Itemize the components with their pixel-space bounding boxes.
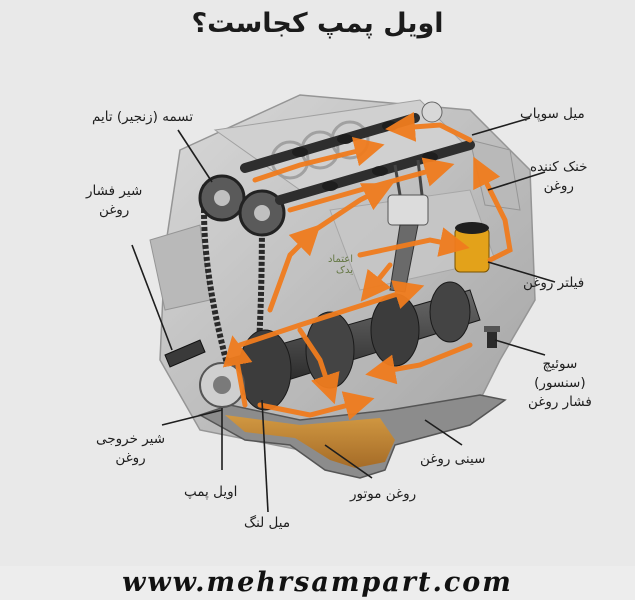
label-crankshaft: میل لنگ [244, 515, 291, 531]
label-oil-pressure-switch-line2: (سنسور) [534, 375, 586, 391]
leader-lines [131, 117, 556, 513]
label-oil-cooler: خنک کننده روغن [530, 158, 588, 196]
label-oil-outlet-valve-line1: شیر خروجی [96, 431, 166, 447]
label-engine-oil: روغن موتور [350, 486, 417, 502]
label-oil-pressure-valve-line1: شیر فشار [86, 183, 143, 199]
label-oil-cooler-line1: خنک کننده [530, 159, 588, 175]
watermark-logo: اعتماد یدک [283, 254, 353, 282]
oil-pump [199, 362, 245, 408]
label-oil-pump: اویل پمپ [184, 484, 238, 500]
website-url[interactable]: www.mehrsampart.com [0, 566, 635, 600]
label-oil-pressure-switch: سوئیچ (سنسور) فشار روغن [528, 355, 592, 412]
oil-flow-paths [222, 111, 513, 421]
label-oil-pressure-switch-line3: فشار روغن [528, 394, 592, 410]
label-oil-pan: سینی روغن [420, 451, 486, 467]
piston-assembly [387, 159, 429, 293]
label-camshaft: میل سوپاپ [520, 106, 585, 122]
oil-pressure-valve [164, 339, 206, 368]
oil-pressure-sensor [484, 326, 500, 348]
label-oil-pressure-valve: شیر فشار روغن [86, 182, 142, 220]
label-oil-cooler-line2: روغن [543, 178, 574, 194]
label-timing-chain: تسمه (زنجیر) تایم [92, 109, 194, 125]
label-oil-pressure-switch-line1: سوئیچ [542, 356, 578, 372]
oil-pan [198, 394, 507, 479]
label-oil-pressure-valve-line2: روغن [98, 202, 130, 218]
page-title: اویل پمپ کجاست؟ [191, 8, 444, 39]
watermark-logo-line2: یدک [336, 265, 353, 276]
watermark-logo-line1: اعتماد [327, 254, 353, 265]
oil-filter [454, 222, 490, 273]
label-oil-filter: فیلتر روغن [523, 275, 585, 291]
label-oil-outlet-valve: شیر خروجی روغن [96, 430, 165, 468]
crankshaft [224, 281, 481, 411]
label-oil-outlet-valve-line2: روغن [115, 450, 146, 466]
engine-oil-pool [225, 415, 395, 468]
timing-chain [198, 174, 286, 389]
